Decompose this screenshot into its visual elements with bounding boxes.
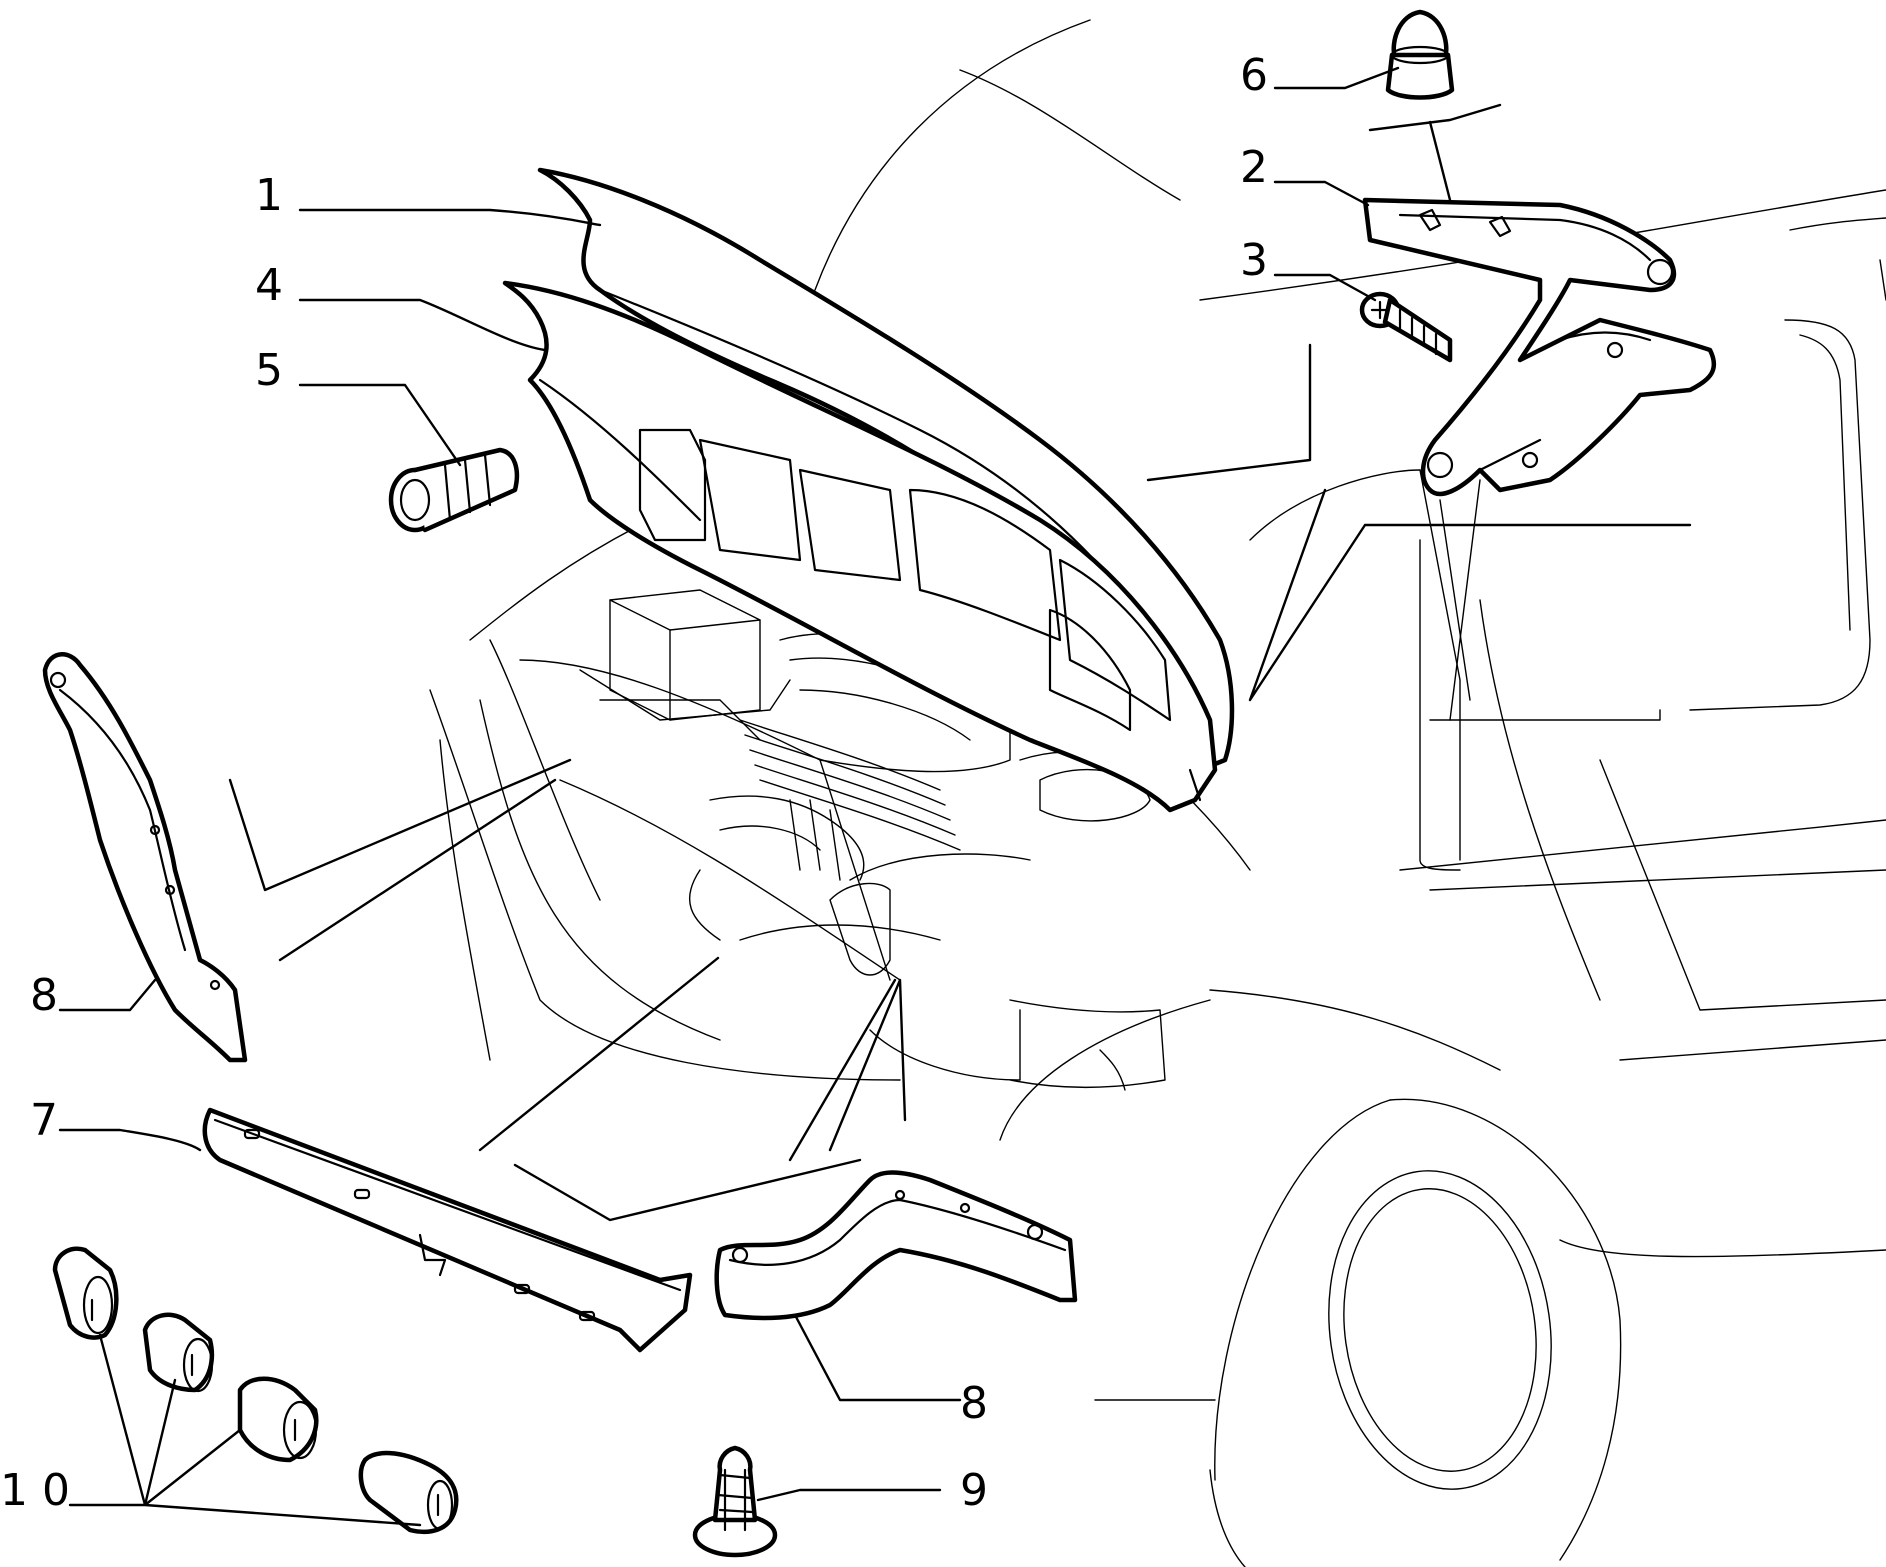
front-cross-member bbox=[202, 1107, 693, 1353]
plug-4 bbox=[358, 1450, 459, 1535]
plug-1 bbox=[52, 1246, 119, 1340]
callout-labels: 1 2 3 4 5 6 7 8 8 9 1 0 bbox=[0, 50, 1268, 1516]
push-clip bbox=[692, 1445, 778, 1558]
plug-3 bbox=[237, 1376, 319, 1463]
hinge-screw bbox=[1359, 291, 1453, 363]
callout-9: 9 bbox=[960, 1465, 988, 1516]
callout-2: 2 bbox=[1240, 142, 1268, 193]
leader-hood-hinge bbox=[1146, 343, 1312, 482]
leader-hood-hinge-2 bbox=[1248, 488, 1692, 702]
leader-6 bbox=[1273, 66, 1400, 90]
leader-4 bbox=[298, 298, 547, 352]
callout-10: 1 0 bbox=[0, 1465, 70, 1516]
rubber-bumper-stop bbox=[388, 447, 520, 533]
leader-7-cross-b bbox=[513, 1158, 862, 1222]
leader-5 bbox=[298, 383, 462, 467]
side-bracket-left bbox=[42, 652, 248, 1063]
rubber-plugs bbox=[52, 1246, 459, 1535]
leader-7 bbox=[58, 1128, 202, 1152]
leader-8b bbox=[793, 1313, 962, 1402]
callout-3: 3 bbox=[1240, 235, 1268, 286]
callout-8-right: 8 bbox=[960, 1378, 988, 1429]
callout-8-left: 8 bbox=[30, 970, 58, 1021]
plug-2 bbox=[142, 1312, 215, 1393]
hood-stop-buffer bbox=[1385, 9, 1455, 100]
vehicle-outline bbox=[429, 19, 1886, 1567]
callout-6: 6 bbox=[1240, 50, 1268, 101]
leader-1 bbox=[298, 208, 602, 227]
hood-inner-panel bbox=[502, 280, 1218, 813]
leader-8b-cross bbox=[788, 978, 907, 1162]
leader-8a bbox=[58, 978, 157, 1012]
hood-hinge bbox=[1362, 197, 1717, 497]
callout-1: 1 bbox=[255, 170, 283, 221]
leader-9 bbox=[756, 1488, 942, 1502]
leader-8a-cross bbox=[228, 758, 572, 962]
leader-lines bbox=[58, 66, 1692, 1527]
leader-2-6 bbox=[1368, 103, 1502, 202]
callout-4: 4 bbox=[255, 260, 283, 311]
leader-3 bbox=[1273, 273, 1377, 302]
callout-7: 7 bbox=[30, 1095, 58, 1146]
side-bracket-right bbox=[714, 1170, 1078, 1321]
callout-5: 5 bbox=[255, 345, 283, 396]
leader-7-cross-a bbox=[478, 956, 720, 1152]
leader-10 bbox=[68, 1333, 422, 1527]
leader-2 bbox=[1273, 180, 1370, 207]
